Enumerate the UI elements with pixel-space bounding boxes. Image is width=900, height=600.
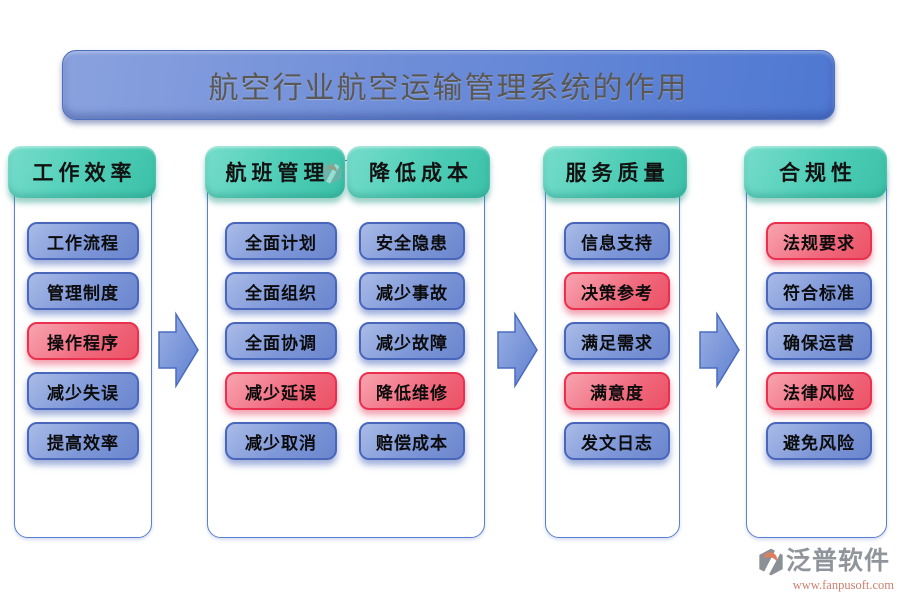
item-button: 全面组织	[225, 272, 337, 310]
item-button: 赔偿成本	[359, 422, 465, 460]
item-button: 全面计划	[225, 222, 337, 260]
column-header-label: 工作效率	[32, 161, 137, 185]
column-header-work-efficiency: 工作效率	[8, 146, 156, 198]
item-button: 满足需求	[564, 322, 670, 360]
item-button: 确保运营	[766, 322, 872, 360]
brand-name: 泛普软件	[786, 548, 891, 575]
title-banner: 航空行业航空运输管理系统的作用	[62, 50, 835, 120]
arrow-right-icon	[699, 311, 740, 389]
item-button: 法律风险	[766, 372, 872, 410]
item-button: 管理制度	[27, 272, 139, 310]
brand-url: www.fanpusoft.com	[792, 578, 894, 592]
item-button: 减少事故	[359, 272, 465, 310]
item-button: 减少取消	[225, 422, 337, 460]
column-header-label: 降低成本	[369, 161, 473, 185]
item-button: 法规要求	[766, 222, 872, 260]
item-button: 安全隐患	[359, 222, 465, 260]
item-button: 发文日志	[564, 422, 670, 460]
item-button: 减少故障	[359, 322, 465, 360]
column-header-label: 航班管理	[225, 161, 330, 185]
item-button: 决策参考	[564, 272, 670, 310]
item-button: 减少延误	[225, 372, 337, 410]
column-cost-reduction-items: 安全隐患 减少事故 减少故障 降低维修 赔偿成本	[350, 222, 474, 460]
item-button: 信息支持	[564, 222, 670, 260]
arrow-right-icon	[497, 311, 538, 389]
item-button: 全面协调	[225, 322, 337, 360]
item-button: 操作程序	[27, 322, 139, 360]
column-header-cost-reduction: 降低成本	[347, 146, 490, 198]
item-button: 避免风险	[766, 422, 872, 460]
column-header-label: 合规性	[779, 161, 857, 185]
column-compliance-items: 法规要求 符合标准 确保运营 法律风险 避免风险	[760, 222, 878, 460]
item-button: 减少失误	[27, 372, 139, 410]
item-button: 满意度	[564, 372, 670, 410]
arrow-right-icon	[158, 311, 199, 389]
item-button: 工作流程	[27, 222, 139, 260]
fanpusoft-logo-icon	[759, 548, 783, 576]
column-service-quality-items: 信息支持 决策参考 满足需求 满意度 发文日志	[558, 222, 676, 460]
fanpusoft-watermark-icon	[322, 162, 342, 184]
item-button: 提高效率	[27, 422, 139, 460]
item-button: 符合标准	[766, 272, 872, 310]
column-header-flight-management: 航班管理	[205, 146, 345, 198]
fanpusoft-brand: 泛普软件 www.fanpusoft.com	[756, 547, 894, 593]
column-header-label: 服务质量	[565, 161, 670, 185]
column-flight-management-items: 全面计划 全面组织 全面协调 减少延误 减少取消	[214, 222, 348, 460]
page-title: 航空行业航空运输管理系统的作用	[208, 72, 689, 105]
column-header-compliance: 合规性	[744, 146, 887, 198]
column-work-efficiency-items: 工作流程 管理制度 操作程序 减少失误 提高效率	[14, 222, 152, 460]
item-button: 降低维修	[359, 372, 465, 410]
column-header-service-quality: 服务质量	[543, 146, 687, 198]
